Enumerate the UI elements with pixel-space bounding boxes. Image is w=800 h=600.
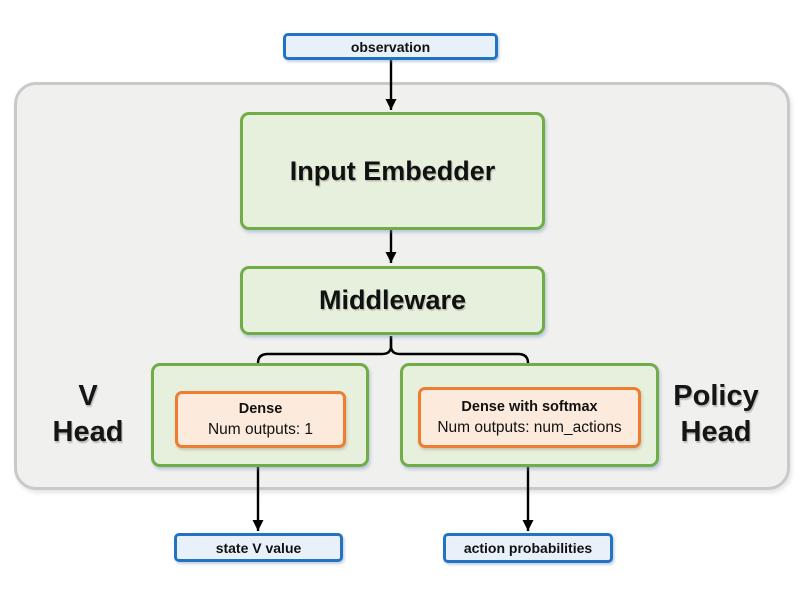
observation-label: observation [350,38,431,55]
node-v-dense: Dense Num outputs: 1 [175,391,346,448]
v-head-label-line2: Head [52,416,124,448]
v-head-label-line1: V [78,380,98,412]
v-dense-subtitle: Num outputs: 1 [207,421,314,438]
action-probabilities-label: action probabilities [463,540,593,556]
v-dense-title: Dense [238,401,283,417]
policy-head-label-line1: Policy [673,380,759,412]
node-observation: observation [283,33,498,60]
input-embedder-label: Input Embedder [289,155,496,186]
policy-head-label: Policy Head [651,378,781,450]
policy-head-label-line2: Head [680,416,752,448]
v-head-label: V Head [23,378,153,450]
policy-dense-title: Dense with softmax [461,399,598,415]
middleware-label: Middleware [318,285,467,315]
node-policy-dense: Dense with softmax Num outputs: num_acti… [418,387,641,448]
node-action-probabilities: action probabilities [443,533,613,563]
policy-dense-subtitle: Num outputs: num_actions [437,419,622,436]
node-state-v-value: state V value [174,533,343,562]
node-input-embedder: Input Embedder [240,112,545,230]
state-v-value-label: state V value [215,539,302,556]
node-middleware: Middleware [240,266,545,335]
